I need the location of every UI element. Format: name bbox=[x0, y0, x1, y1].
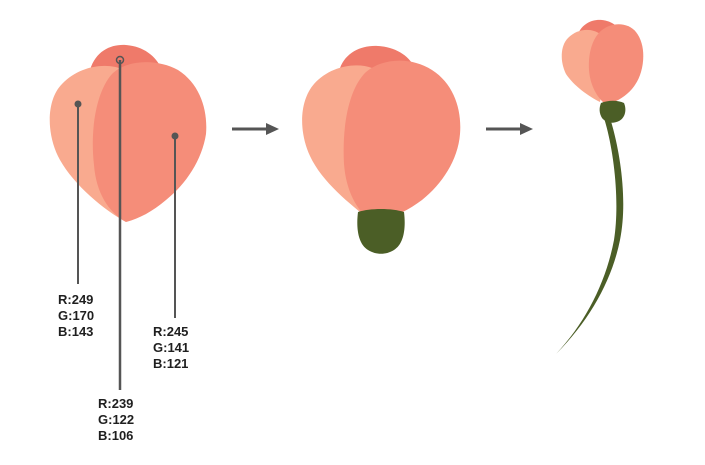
step3-calyx bbox=[599, 100, 626, 123]
green-value: G:170 bbox=[58, 308, 95, 323]
step1-bud bbox=[49, 44, 207, 222]
leader-dot-right bbox=[171, 132, 179, 140]
step2-right-petal bbox=[343, 60, 461, 222]
step3-right-petal bbox=[588, 24, 644, 103]
leader-dot-back bbox=[115, 55, 125, 65]
leader-dot-left bbox=[74, 100, 82, 108]
color-callout-lines bbox=[74, 55, 179, 390]
red-value: R:245 bbox=[153, 324, 189, 339]
blue-value: B:143 bbox=[58, 324, 94, 339]
swatch-label-left-petal: R:249 G:170 B:143 bbox=[58, 292, 94, 340]
arrow-right-icon bbox=[232, 123, 279, 135]
green-value: G:141 bbox=[153, 340, 190, 355]
red-value: R:239 bbox=[98, 396, 134, 411]
blue-value: B:121 bbox=[153, 356, 189, 371]
green-value: G:122 bbox=[98, 412, 135, 427]
blue-value: B:106 bbox=[98, 428, 134, 443]
step3-flower bbox=[556, 19, 644, 354]
step1-right-petal bbox=[92, 62, 207, 222]
arrow-right-icon bbox=[486, 123, 533, 135]
step2-calyx bbox=[357, 209, 405, 254]
swatch-label-right-petal: R:245 G:141 B:121 bbox=[153, 324, 189, 372]
red-value: R:249 bbox=[58, 292, 94, 307]
step2-bud bbox=[302, 45, 461, 254]
step3-stem bbox=[556, 118, 624, 354]
swatch-label-back-petal: R:239 G:122 B:106 bbox=[98, 396, 134, 444]
